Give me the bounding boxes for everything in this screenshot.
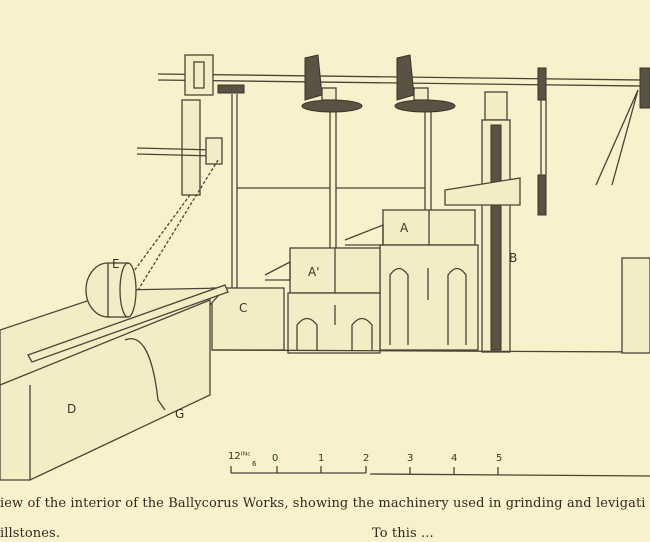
scale-bar: 12ᴵᴺᶜ 6 0 1 2 3 4 5: [228, 451, 650, 477]
caption-line-1: iew of the interior of the Ballycorus Wo…: [0, 496, 646, 511]
label-c: C: [239, 301, 247, 315]
drive-belt: [119, 159, 219, 296]
scale-tick: 4: [451, 453, 457, 464]
bevel-gear-1: [301, 54, 363, 285]
grinding-wheel-e: [85, 262, 137, 318]
elevator-column-b: [444, 91, 521, 353]
label-a-prime: A': [308, 265, 320, 279]
scale-tick: 3: [407, 453, 413, 464]
scale-tick: 0: [272, 453, 278, 464]
scale-tick: 2: [363, 453, 369, 464]
label-g: G: [175, 407, 184, 421]
scale-subtick: 6: [252, 460, 257, 468]
scale-tick: 5: [496, 453, 502, 464]
label-d: D: [67, 402, 76, 416]
scale-unit: 12ᴵᴺᶜ: [228, 451, 251, 462]
pulley-right: [537, 67, 650, 216]
mill-a-prime: [264, 247, 381, 354]
bevel-gear-2: [394, 54, 456, 210]
trough-d: [0, 284, 229, 481]
label-a: A: [400, 221, 409, 235]
label-b: B: [509, 251, 517, 265]
scale-tick: 1: [318, 453, 324, 464]
caption-line-2: illstones.: [0, 526, 61, 541]
pulley-assembly-left: [136, 54, 245, 288]
box-c: [211, 287, 285, 351]
label-e: E: [112, 257, 120, 271]
mill-a: [344, 209, 479, 351]
chute-g: [124, 338, 166, 411]
machine-right-edge: [621, 257, 650, 354]
caption-line-2-right: To this ...: [372, 526, 434, 541]
